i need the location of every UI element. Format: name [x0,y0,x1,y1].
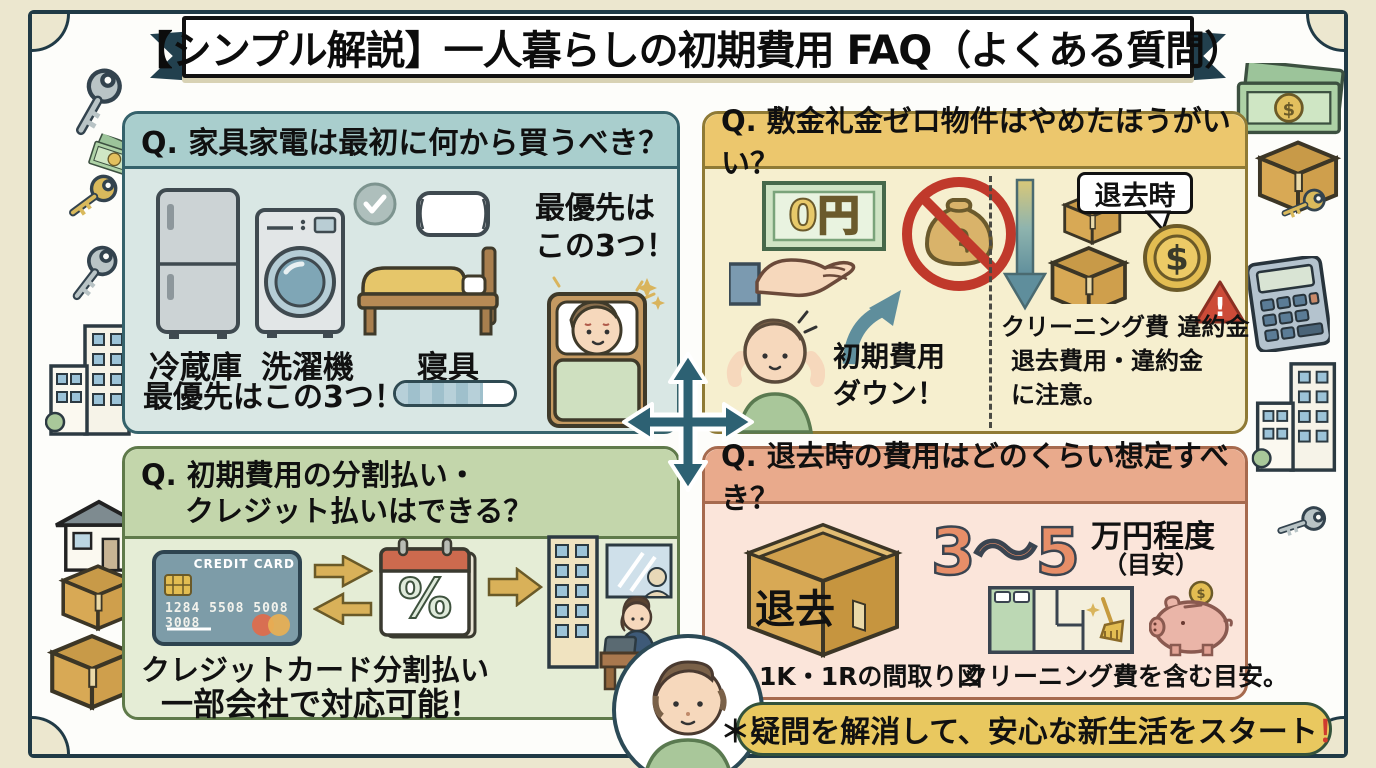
warning-glyph: ! [1214,293,1226,323]
title-banner: 【シンプル解説】一人暮らしの初期費用 FAQ（よくある質問） [133,16,1244,78]
moveout-amount-unit: 万円程度 [1091,519,1215,555]
question-moveout: Q. 退去時の費用はどのくらい想定すべき？ [705,439,1245,515]
footer-message: ＊疑問を解消して、安心な新生活をスタート [720,715,1318,750]
floor-plan-icon [987,585,1135,655]
piggy-bank-icon: $ [1149,579,1235,657]
caution-text: クリーニング費 違約金 退去費用・違約金 に注意。 [1001,313,1250,409]
calendar-percent-icon: % [377,537,481,643]
moveout-amount-note: （目安） [1103,551,1199,579]
moveout-box-label: 退去 [755,587,835,633]
credit-card-icon: CREDIT CARD 1284 5508 5008 3008 [151,549,303,647]
key-icon [57,163,125,234]
question-installment: Q. 初期費用の分割払い・ クレジット払いはできる？ [125,449,677,539]
piggy-coin-glyph: $ [1196,587,1205,602]
footer-message-pill: ＊疑問を解消して、安心な新生活をスタート！ [720,702,1348,756]
panel-moveout-question: Q. 退去時の費用はどのくらい想定すべき？ 退去 3〜5 万円程度 （目安） [702,439,1288,700]
no-money-bag-icon [897,172,1021,296]
bill-amount: 0円 [787,190,860,241]
label-installment: 分割払い [373,653,490,687]
refrigerator-icon [153,186,243,342]
priority-progress-bar [393,380,517,407]
zero-yen-bill-icon: 0円 [761,180,887,252]
sleeping-person-illustration [541,272,667,432]
panel-furniture-question: Q. 家具家電は最初に何から買うべき？ [122,111,680,434]
installment-answer: 一部会社で対応可能！ [161,685,482,723]
card-brand: CREDIT CARD [193,557,295,571]
coin-dollar-glyph: $ [1165,239,1189,279]
caption-floorplan: 1K・1Rの間取り図 [759,662,983,691]
percent-glyph: % [397,566,453,631]
panel-installment-question: Q. 初期費用の分割払い・ クレジット払いはできる？ CREDIT CARD 1… [122,446,680,723]
right-arrow-icon [487,567,543,607]
bubble-tail [1145,210,1171,232]
card-number: 1284 5508 5008 3008 [165,601,289,631]
up-arrow-icon [835,286,905,368]
open-hand-icon [729,236,869,312]
calculator-icon [1248,256,1330,352]
check-icon [351,180,399,228]
transfer-arrows-icon [313,555,373,625]
benefit-text: 初期費用 ダウン！ [833,340,946,410]
label-fridge: 冷蔵庫 [149,350,242,386]
panel-divider [989,176,992,428]
priority-bottom: 最優先はこの3つ！ [143,380,404,415]
question-zero-deposit: Q. 敷金礼金ゼロ物件はやめたほうがいい？ [705,104,1245,180]
page-title: 【シンプル解説】一人暮らしの初期費用 FAQ（よくある質問） [132,28,1244,74]
relieved-person-illustration [725,296,825,434]
panel-zero-deposit-question: Q. 敷金礼金ゼロ物件はやめたほうがいい？ 0円 [702,104,1250,434]
label-washer: 洗濯機 [261,350,354,386]
footer-exclamation: ！ [1317,715,1348,750]
down-arrow-icon [1003,178,1047,312]
moveout-amount: 3〜5 [930,515,1082,592]
pillow-icon [413,186,493,242]
cross-arrows-icon [620,352,756,492]
moveout-bubble: 退去時 [1077,172,1193,214]
question-furniture: Q. 家具家電は最初に何から買うべき？ [125,114,677,169]
label-credit-card: クレジットカード [141,653,374,687]
moveout-box-icon: 退去 [737,511,909,659]
caption-cleaning: クリーニング費を含む目安。 [963,662,1289,691]
guide-person-avatar [612,634,764,768]
money-icon: $ [1234,62,1346,138]
priority-note: 最優先は この3つ！ [535,191,676,264]
coin-dollar-glyph: $ [1283,100,1295,121]
progress-fill [396,383,484,404]
bed-icon [355,246,505,338]
buildings-icon [1246,356,1346,474]
warning-icon: ! [1193,278,1247,328]
washing-machine-icon [253,206,347,340]
key-icon [57,239,128,313]
dollar-coin-icon: $ [1141,222,1213,294]
